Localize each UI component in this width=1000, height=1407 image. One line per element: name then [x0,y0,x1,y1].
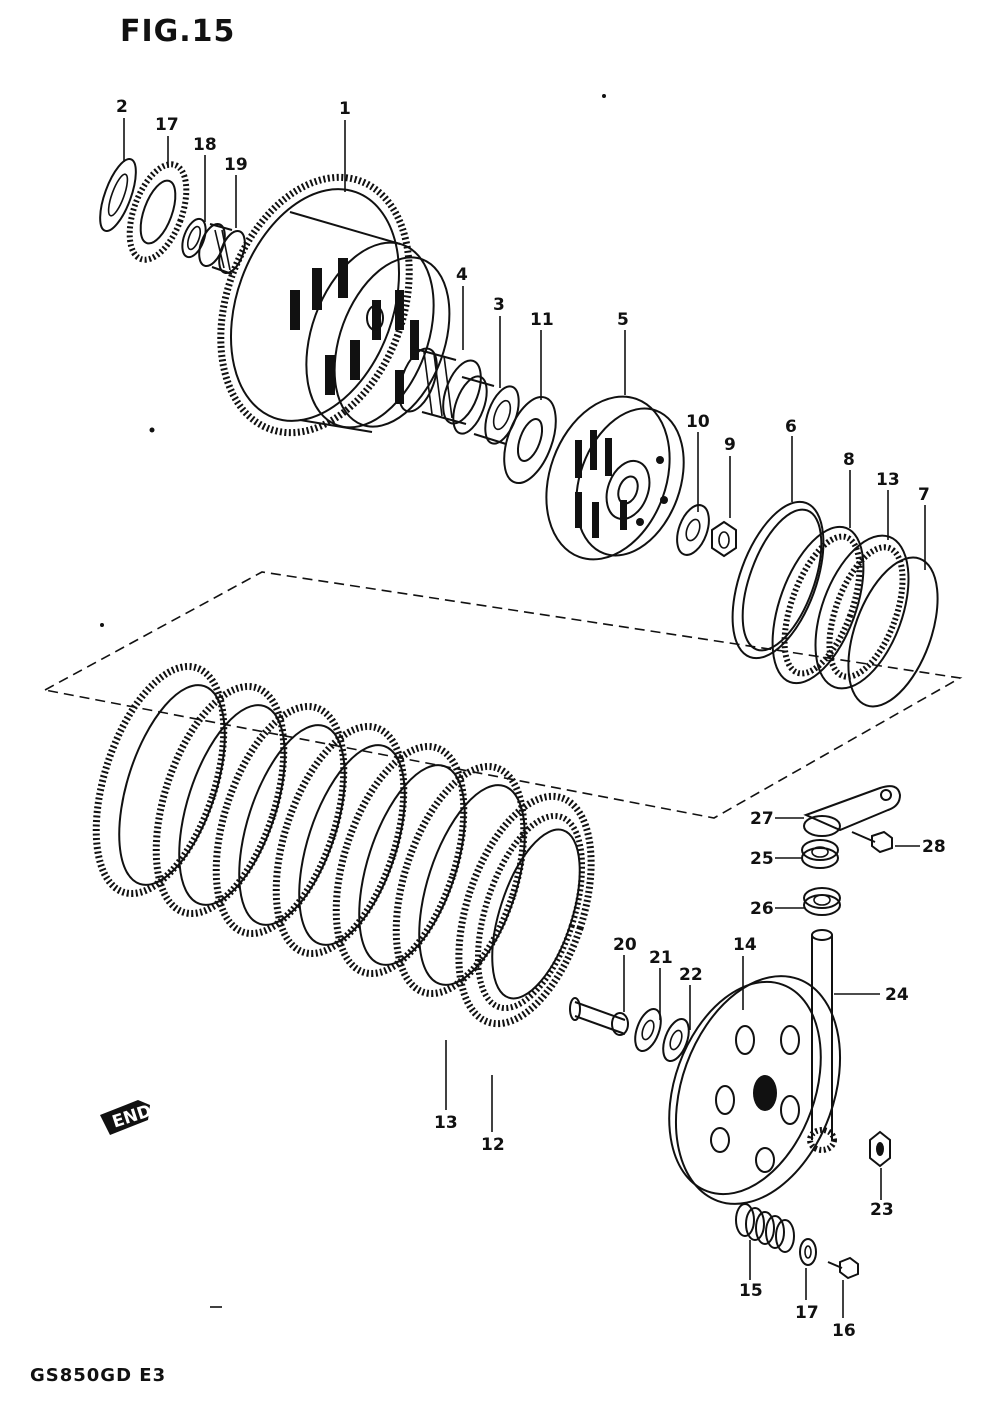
model-code: GS850GD E3 [30,1365,167,1386]
clutch-plate-stack [92,662,595,1028]
callout-26: 25 [750,849,774,869]
part-3-sleeve [452,375,520,445]
part-2-washer [99,158,137,232]
part-10-lock-washer [676,504,710,556]
part-23-washer [662,1017,690,1063]
callout-24: 23 [870,1200,894,1220]
callout-29: 28 [922,837,946,857]
leader-lines [123,118,926,1318]
part-17-washer [799,1238,817,1266]
callout-16: 16 [832,1321,856,1341]
part-6-spring-seat [731,500,825,660]
callout-labels: 2 17 18 19 1 4 3 11 5 10 9 6 8 13 7 13 1… [116,97,946,1341]
callout-18: 17 [155,115,179,135]
callout-5: 5 [617,310,629,330]
direction-mark-label: END [110,1101,154,1132]
part-7-wire-ring [847,556,939,708]
callout-17: 17 [795,1303,819,1323]
callout-11: 11 [530,310,554,330]
part-24-nut [869,1130,891,1168]
part-4-needle-bearing [398,347,482,425]
callout-23: 22 [679,965,703,985]
callout-22: 21 [649,948,673,968]
callout-10: 10 [686,412,710,432]
callout-8: 8 [843,450,855,470]
callout-7: 7 [918,485,930,505]
part-8-clutch-plate [771,525,865,685]
part-27-oil-seal [803,887,841,916]
direction-arrow-icon: END [100,1100,154,1135]
callout-21: 20 [613,935,637,955]
callout-20: 19 [224,155,248,175]
part-13-drive-plate-upper [814,534,910,690]
callout-28: 27 [750,809,774,829]
scan-specks [100,94,606,1308]
part-16-bolt [827,1256,859,1280]
part-25-release-shaft [807,929,837,1153]
part-19-spacer [181,217,207,259]
part-9-nut [711,520,737,558]
figure-title: FIG.15 [120,14,236,49]
callout-13-lower: 13 [434,1113,458,1133]
part-11-thrust-washer [503,396,557,484]
plate-stack-box [42,571,963,819]
part-29-bolt [851,830,893,854]
callout-3: 3 [493,295,505,315]
part-22-bearing [634,1007,662,1053]
callout-1: 1 [339,99,351,119]
part-18-gear [126,161,190,263]
part-20-needle-bearing [198,222,246,275]
part-14-pressure-plate [668,975,842,1205]
callout-9: 9 [724,435,736,455]
callout-12: 12 [481,1135,505,1155]
callout-13-upper: 13 [876,470,900,490]
callout-2: 2 [116,97,128,117]
callout-4: 4 [456,265,468,285]
callout-25: 24 [885,985,909,1005]
callout-19: 18 [193,135,217,155]
callout-6: 6 [785,417,797,437]
part-26-bushing [801,839,839,869]
part-28-release-arm [803,785,902,837]
callout-27: 26 [750,899,774,919]
part-15-clutch-spring [735,1203,795,1253]
part-21-push-piece [569,997,629,1036]
part-5-clutch-hub [545,395,685,561]
callout-14: 14 [733,935,757,955]
callout-15: 15 [739,1281,763,1301]
